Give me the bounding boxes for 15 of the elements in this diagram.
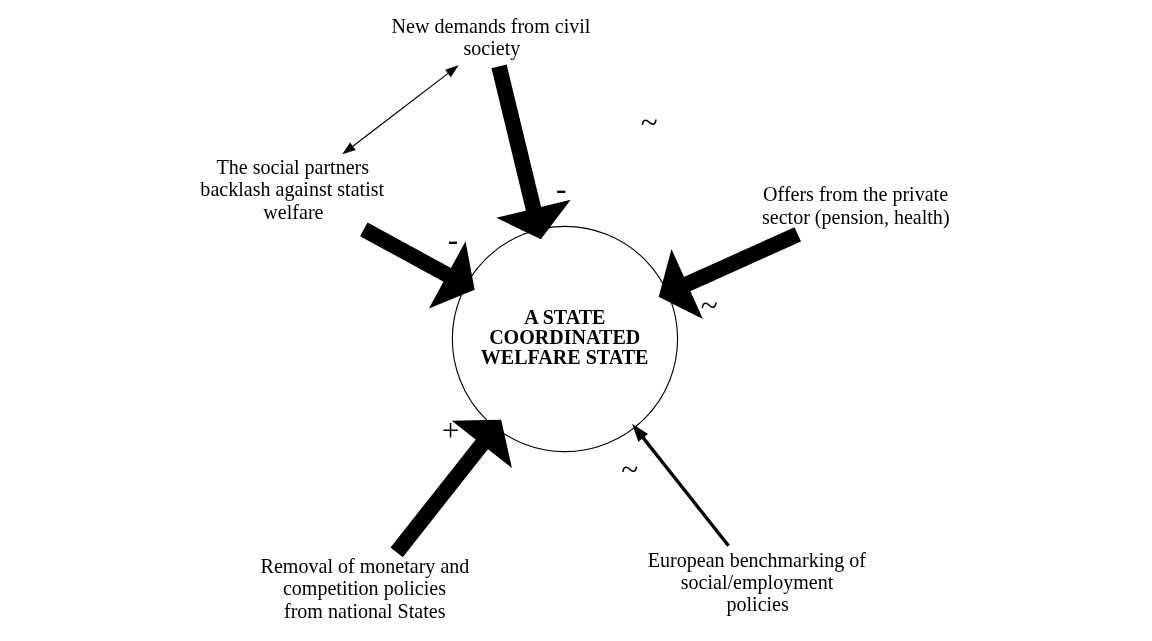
node-text: Offers from the private sector (pension, health)	[761, 183, 950, 228]
edge-label: ~	[700, 288, 718, 324]
node-text: European benchmarking of social/employment policies	[647, 548, 866, 616]
node-text: The social partners backlash against statist welfare	[199, 155, 384, 223]
arrow	[341, 65, 459, 155]
node-text: Removal of monetary and competition policies from national States	[260, 555, 469, 622]
arrow	[631, 423, 730, 547]
arrow	[390, 419, 512, 558]
arrow	[658, 227, 801, 319]
edge-label: ~	[620, 451, 638, 487]
arrow	[359, 222, 475, 309]
node-text: New demands from civil society	[391, 15, 590, 60]
edge-label: -	[555, 170, 567, 206]
arrow	[491, 64, 571, 240]
label: ~	[640, 104, 658, 140]
